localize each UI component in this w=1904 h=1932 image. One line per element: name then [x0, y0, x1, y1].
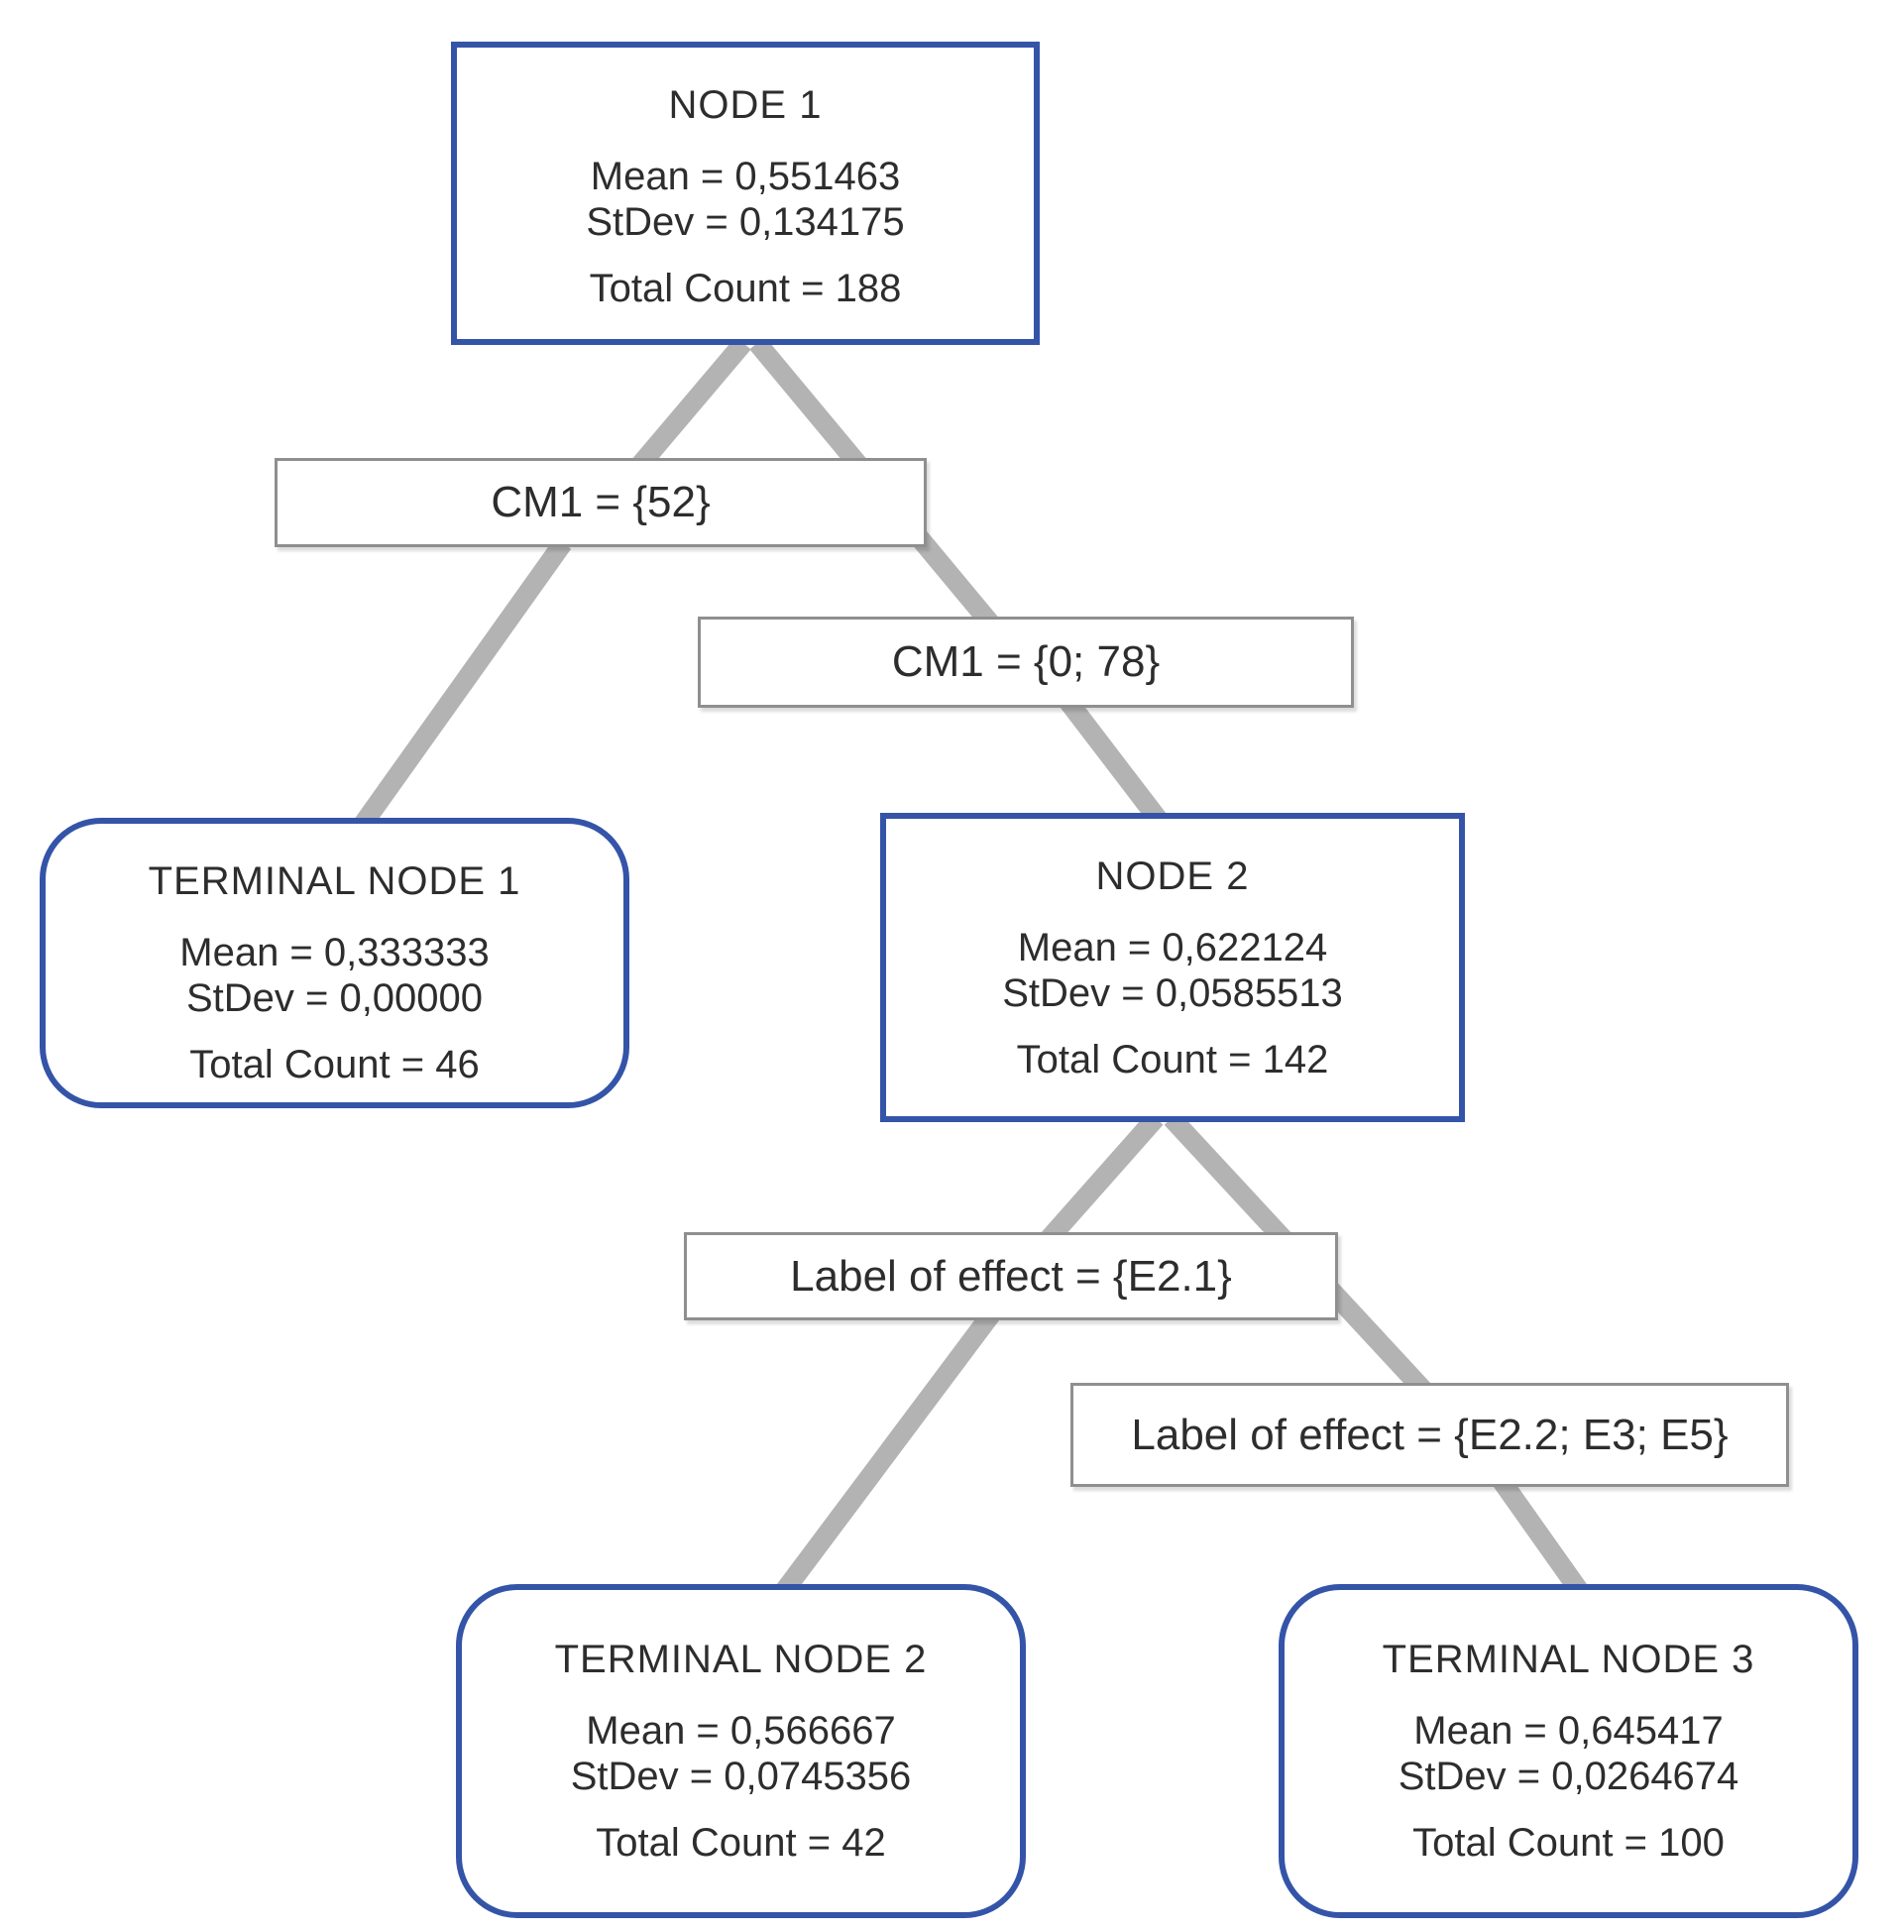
edge-split1-terminal1: [348, 537, 572, 839]
split-label-cm1-52: CM1 = {52}: [275, 458, 927, 547]
node-2-stdev: StDev = 0,0585513: [1002, 971, 1343, 1016]
terminal-node-3-count: Total Count = 100: [1412, 1820, 1725, 1865]
node-2-count: Total Count = 142: [1016, 1037, 1329, 1081]
terminal-node-1-stats: Mean = 0,333333 StDev = 0,00000: [179, 930, 489, 1022]
node-1-title: NODE 1: [668, 83, 823, 127]
terminal-node-2-mean: Mean = 0,566667: [586, 1709, 896, 1753]
split-label-effect-e21: Label of effect = {E2.1}: [684, 1232, 1338, 1320]
terminal-node-2-stdev: StDev = 0,0745356: [570, 1755, 912, 1799]
node-1: NODE 1 Mean = 0,551463 StDev = 0,134175 …: [451, 42, 1040, 345]
edge-split2-node2: [1061, 695, 1173, 835]
terminal-node-3-stats: Mean = 0,645417 StDev = 0,0264674: [1399, 1708, 1739, 1800]
split-label-cm1-0-78: CM1 = {0; 78}: [698, 617, 1354, 708]
terminal-node-3: TERMINAL NODE 3 Mean = 0,645417 StDev = …: [1279, 1584, 1858, 1918]
terminal-node-2-title: TERMINAL NODE 2: [554, 1638, 928, 1681]
terminal-node-2: TERMINAL NODE 2 Mean = 0,566667 StDev = …: [456, 1584, 1026, 1918]
node-1-stdev: StDev = 0,134175: [586, 200, 905, 245]
edge-split3-terminal2: [770, 1308, 1000, 1604]
split-label-cm1-0-78-text: CM1 = {0; 78}: [891, 637, 1161, 686]
edge-node2-split3: [1041, 1111, 1164, 1246]
terminal-node-3-mean: Mean = 0,645417: [1413, 1709, 1724, 1753]
terminal-node-2-stats: Mean = 0,566667 StDev = 0,0745356: [571, 1708, 912, 1800]
terminal-node-1-count: Total Count = 46: [189, 1042, 480, 1086]
node-2-title: NODE 2: [1095, 854, 1250, 898]
node-1-mean: Mean = 0,551463: [590, 155, 901, 198]
node-2-mean: Mean = 0,622124: [1017, 926, 1328, 969]
terminal-node-1-title: TERMINAL NODE 1: [148, 859, 521, 903]
node-1-stats: Mean = 0,551463 StDev = 0,134175: [586, 154, 904, 246]
node-2-stats: Mean = 0,622124 StDev = 0,0585513: [1002, 925, 1343, 1017]
edge-node1-split1: [631, 336, 751, 473]
terminal-node-1-stdev: StDev = 0,00000: [185, 976, 484, 1021]
split-label-cm1-52-text: CM1 = {52}: [491, 478, 711, 526]
split-label-effect-e21-text: Label of effect = {E2.1}: [790, 1251, 1232, 1301]
node-1-count: Total Count = 188: [589, 266, 902, 310]
edge-split4-terminal3: [1493, 1475, 1595, 1606]
terminal-node-2-count: Total Count = 42: [596, 1820, 886, 1865]
terminal-node-1: TERMINAL NODE 1 Mean = 0,333333 StDev = …: [40, 818, 629, 1108]
terminal-node-3-title: TERMINAL NODE 3: [1382, 1638, 1755, 1681]
split-label-effect-e22-e3-e5: Label of effect = {E2.2; E3; E5}: [1070, 1383, 1789, 1487]
node-2: NODE 2 Mean = 0,622124 StDev = 0,0585513…: [880, 813, 1465, 1122]
split-label-effect-e22-e3-e5-text: Label of effect = {E2.2; E3; E5}: [1131, 1410, 1729, 1459]
terminal-node-3-stdev: StDev = 0,0264674: [1398, 1755, 1739, 1799]
terminal-node-1-mean: Mean = 0,333333: [179, 931, 490, 974]
